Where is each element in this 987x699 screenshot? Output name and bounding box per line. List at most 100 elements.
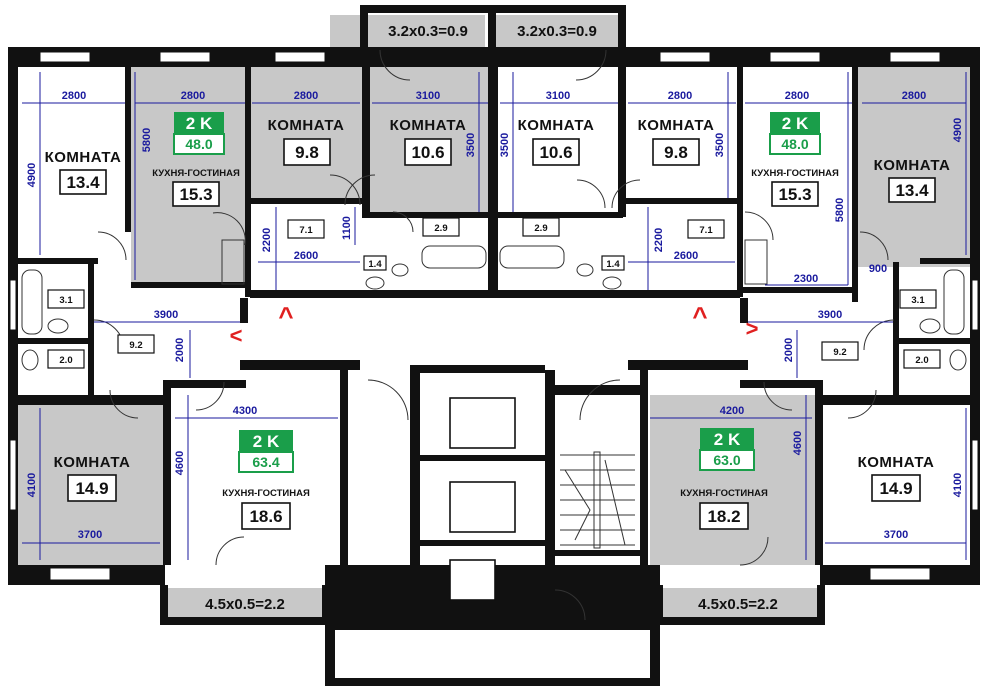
entrance-chevron-left: < (230, 323, 243, 348)
badge-type (239, 430, 293, 452)
entrance-chevron-right: > (746, 316, 759, 341)
dim-room2-width: 2800 (294, 90, 318, 102)
badge-area (769, 133, 821, 155)
toilet-icon (949, 349, 967, 371)
corridor-area-box (687, 219, 725, 239)
hall-area-box (117, 334, 155, 354)
dim-room-height: 4100 (26, 473, 38, 497)
room2-area: 9.8 (295, 143, 319, 162)
toilet-icon (365, 276, 385, 290)
balcony-fill-bottom-right (660, 588, 820, 620)
room-area: 10.6 (411, 143, 444, 162)
room-fill-9-8-left (250, 67, 362, 202)
wc-area-box (363, 255, 387, 271)
dim-room1-height: 4900 (952, 118, 964, 142)
wc-area-box (47, 349, 85, 369)
room1-area-box (888, 177, 936, 203)
room2-area: 9.8 (664, 143, 688, 162)
badge-area (238, 451, 294, 473)
dim-corr-width: 2600 (674, 250, 698, 262)
apartment-bottom-left[interactable]: 3700 4100 4300 4600 КОМНАТА 14.9 2 K 63.… (26, 405, 310, 541)
bath-area: 3.1 (59, 295, 73, 306)
room1-name: КОМНАТА (874, 157, 951, 174)
staircase-icon (560, 451, 635, 549)
dim-hall-width: 3900 (154, 309, 178, 321)
bath-area-box (422, 217, 460, 237)
badge-area-text: 63.0 (713, 452, 740, 468)
dim-kitchen-height: 5800 (834, 198, 846, 222)
dim-room1-width: 2800 (902, 90, 926, 102)
bathtub-icon (21, 269, 43, 335)
dim-corr-height: 2200 (653, 228, 665, 252)
room1-area: 13.4 (895, 181, 929, 200)
elevator-shaft (449, 481, 516, 533)
balcony-label-top-right: 3.2x0.3=0.9 (517, 23, 597, 40)
kitchen-area: 15.3 (778, 185, 811, 204)
room1-area-box (59, 169, 107, 195)
room2-name: КОМНАТА (268, 117, 345, 134)
dim-room-width: 2800 (62, 90, 86, 102)
entrance-markers: ^ ^ < > (230, 301, 759, 348)
room-area-box (404, 138, 452, 166)
elevator-shaft (449, 559, 496, 601)
apartment-top-right[interactable]: 2800 3500 2800 5800 2300 2800 4900 2600 … (638, 90, 964, 369)
room2-area-box (283, 138, 331, 166)
room-area: 14.9 (75, 479, 108, 498)
wc-area: 2.0 (59, 355, 72, 366)
sink-icon (391, 263, 409, 277)
sink-icon (47, 318, 69, 334)
hall-area: 9.2 (833, 347, 846, 358)
sink-icon (576, 263, 594, 277)
dim-height: 3500 (499, 133, 511, 157)
bath-area-box (47, 289, 85, 309)
toilet-icon (602, 276, 622, 290)
room-area: 10.6 (539, 143, 572, 162)
dim-corr-height: 1100 (341, 216, 353, 240)
entrance-caret-right: ^ (692, 301, 707, 331)
dim-hall-width: 3900 (818, 309, 842, 321)
dim-room2-height: 3500 (714, 133, 726, 157)
room-name: КОМНАТА (54, 454, 131, 471)
badge-type-text: 2 K (714, 430, 741, 449)
elevator-shaft (449, 397, 516, 449)
room-name: КОМНАТА (518, 117, 595, 134)
balcony-fill-bottom-left (165, 588, 325, 620)
bath-area: 2.9 (534, 223, 547, 234)
badge-area-text: 63.4 (252, 454, 279, 470)
corridor-area-box (287, 219, 325, 239)
toilet-icon (21, 349, 39, 371)
dim-corr-width: 2600 (294, 250, 318, 262)
wc-area: 2.0 (915, 355, 928, 366)
bathtub-icon (421, 245, 487, 269)
kitchen-area-box (699, 502, 749, 530)
dim-kitchen-height: 5800 (141, 128, 153, 152)
badge-type-text: 2 K (782, 114, 809, 133)
bath-area-box (522, 217, 560, 237)
dim-room-height: 4900 (26, 163, 38, 187)
apartment-top-center-left[interactable]: 3100 3500 1100 КОМНАТА 10.6 2.9 1.4 (341, 90, 477, 271)
badge-type-text: 2 K (253, 432, 280, 451)
kitchen-area: 18.2 (707, 507, 740, 526)
bath-area: 2.9 (434, 223, 447, 234)
apartment-top-center-right[interactable]: 3100 3500 КОМНАТА 10.6 2.9 1.4 (499, 90, 625, 271)
room1-name: КОМНАТА (45, 149, 122, 166)
dim-room-height: 4100 (952, 473, 964, 497)
kitchen-area-box (771, 181, 819, 207)
dim-hall-height: 2000 (783, 338, 795, 362)
badge-area-text: 48.0 (185, 136, 212, 152)
wc-area: 1.4 (368, 259, 382, 270)
kitchen-area-box (172, 181, 220, 207)
kitchen-area: 18.6 (249, 507, 282, 526)
bathtub-icon (943, 269, 965, 335)
kitchen-fill-bottom-right (650, 395, 820, 565)
apartment-bottom-right[interactable]: 3700 4100 4200 4600 КОМНАТА 14.9 2 K 63.… (680, 405, 964, 541)
apartment-top-left[interactable]: 2800 4900 2800 5800 2800 3900 2000 2600 … (26, 90, 345, 369)
building-core (449, 397, 635, 601)
badge-type (174, 112, 224, 134)
badge-area-text: 48.0 (781, 136, 808, 152)
badge-area (173, 133, 225, 155)
room-area-box (67, 474, 117, 502)
wc-area-box (601, 255, 625, 271)
dim-kitchen-width: 2800 (785, 90, 809, 102)
